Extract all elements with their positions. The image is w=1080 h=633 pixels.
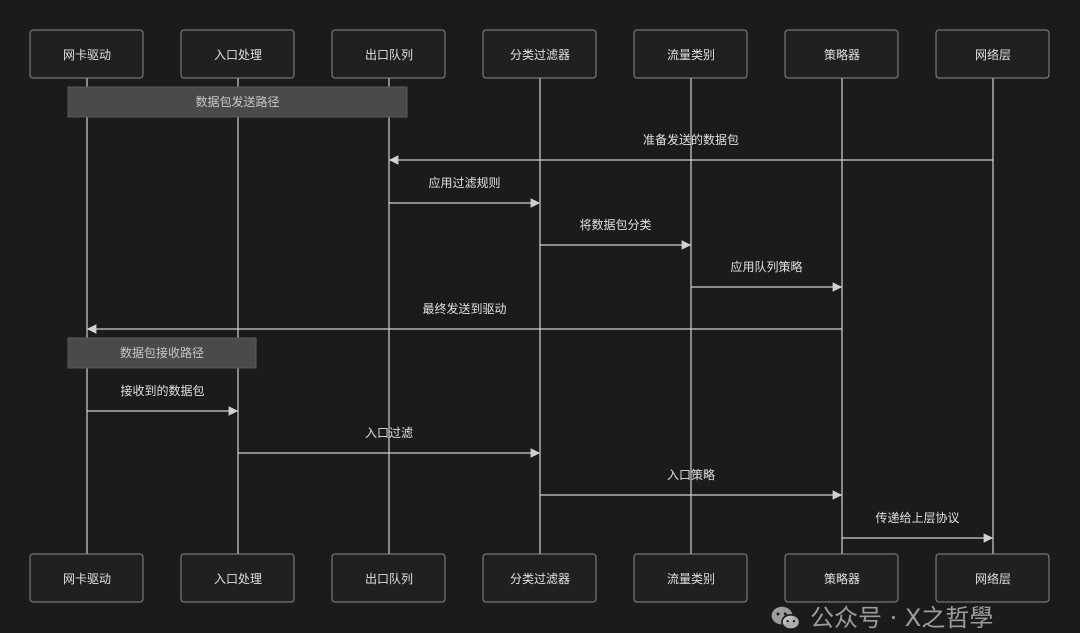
- participant-box: [784, 29, 899, 79]
- message-label: 入口策略: [667, 467, 715, 482]
- message-label: 入口过滤: [365, 426, 413, 440]
- participant-label: 网络层: [975, 571, 1011, 586]
- message-label: 应用过滤规则: [428, 175, 500, 190]
- participant-label: 分类过滤器: [510, 48, 570, 62]
- participant-label: 流量类别: [667, 572, 715, 586]
- message-label: 最终发送到驱动: [422, 301, 506, 316]
- message-label: 接收到的数据包: [120, 383, 204, 398]
- participant-label: 出口队列: [365, 47, 413, 62]
- participant-label: 策略器: [824, 47, 860, 62]
- message-label: 将数据包分类: [579, 217, 651, 232]
- participant-label: 策略器: [824, 571, 860, 586]
- participant-box: [29, 29, 144, 79]
- participant-label: 流量类别: [667, 48, 715, 62]
- participant-box: [482, 29, 597, 79]
- participant-box: [935, 29, 1050, 79]
- participant-box: [180, 553, 295, 603]
- participant-box: [180, 29, 295, 79]
- participant-label: 入口处理: [214, 572, 262, 586]
- participant-label: 网卡驱动: [63, 572, 111, 586]
- participant-label: 分类过滤器: [510, 572, 570, 586]
- participant-label: 网卡驱动: [63, 48, 111, 62]
- participant-box: [784, 553, 899, 603]
- participant-box: [633, 29, 748, 79]
- participant-box: [29, 553, 144, 603]
- participant-label: 出口队列: [365, 571, 413, 586]
- participant-label: 网络层: [975, 47, 1011, 62]
- participant-box: [482, 553, 597, 603]
- note-text: 数据包接收路径: [120, 345, 204, 360]
- note-box: [67, 86, 408, 118]
- participant-box: [331, 29, 446, 79]
- participant-box: [935, 553, 1050, 603]
- message-label: 应用队列策略: [730, 259, 802, 274]
- participant-label: 入口处理: [214, 48, 262, 62]
- message-label: 传递给上层协议: [875, 510, 959, 525]
- participant-box: [633, 553, 748, 603]
- message-label: 准备发送的数据包: [643, 132, 739, 147]
- note-text: 数据包发送路径: [195, 94, 279, 109]
- participant-box: [331, 553, 446, 603]
- note-box: [67, 337, 257, 369]
